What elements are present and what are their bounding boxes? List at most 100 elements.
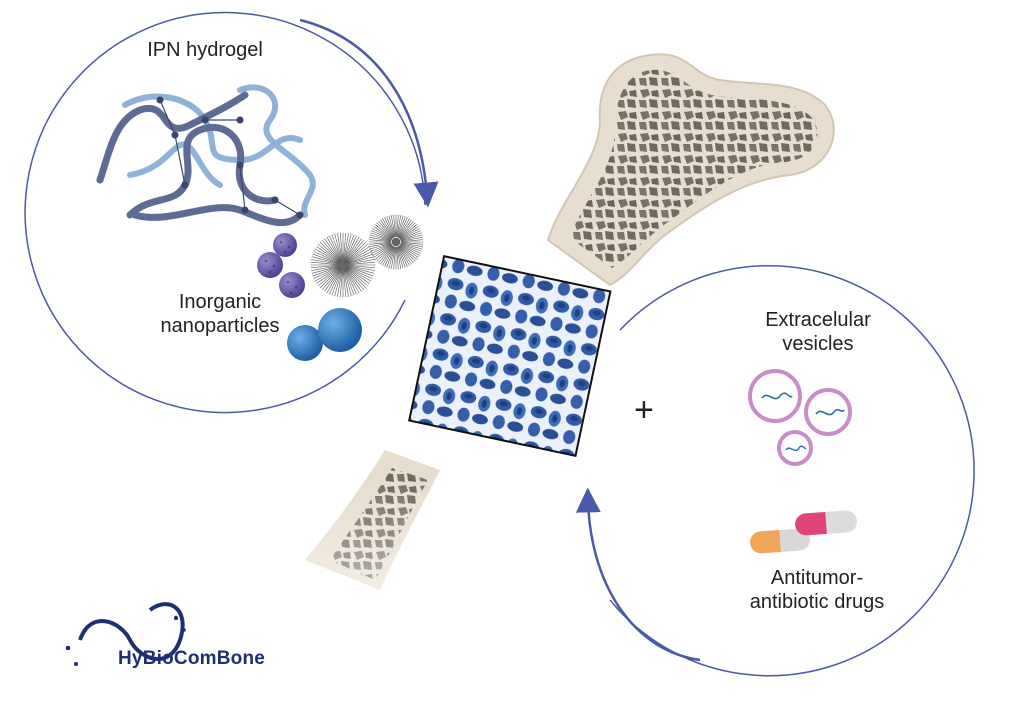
urchin-spike bbox=[393, 246, 396, 269]
urchin-spike bbox=[396, 215, 401, 238]
urchin-spike bbox=[397, 246, 404, 269]
urchin-spike bbox=[398, 245, 414, 263]
urchin-spike bbox=[345, 269, 360, 293]
urchin-spike bbox=[334, 269, 342, 296]
urchin-spike bbox=[346, 246, 370, 263]
urchin-spike bbox=[380, 245, 394, 265]
urchin-spike bbox=[376, 245, 393, 262]
urchin-spike bbox=[337, 269, 343, 297]
urchin-spike bbox=[384, 217, 395, 238]
urchin-spike bbox=[344, 234, 352, 261]
urchin-spike bbox=[347, 265, 375, 269]
urchin-spike bbox=[400, 242, 423, 245]
urchin-spike bbox=[393, 215, 396, 238]
urchin-spike bbox=[386, 216, 395, 238]
urchin-spike bbox=[347, 265, 375, 271]
urchin-spike bbox=[371, 230, 392, 241]
urchin-spike bbox=[326, 269, 341, 293]
urchin-spike bbox=[313, 266, 339, 279]
urchin-spike bbox=[373, 226, 393, 240]
urchin-spike bbox=[388, 215, 395, 238]
urchin-spike bbox=[347, 266, 374, 277]
urchin-spike bbox=[397, 216, 406, 238]
urchin-spike bbox=[347, 253, 374, 264]
urchin-spike bbox=[397, 217, 408, 238]
urchin-spike bbox=[378, 245, 394, 263]
urchin-spike bbox=[399, 224, 417, 240]
urchin-spike bbox=[378, 221, 394, 239]
urchin-spike bbox=[370, 232, 392, 241]
bone-lower bbox=[240, 450, 480, 709]
urchin-spike bbox=[399, 226, 419, 240]
urchin-spike bbox=[313, 251, 339, 264]
urchin-spike bbox=[344, 269, 357, 295]
urchin-spike bbox=[391, 215, 396, 238]
urchin-spike bbox=[371, 243, 392, 254]
urchin-spike bbox=[396, 215, 399, 238]
urchin-spike bbox=[331, 269, 342, 296]
urchin-spike bbox=[312, 266, 339, 274]
urchin-spike bbox=[344, 269, 352, 296]
urchin-spike bbox=[311, 259, 339, 265]
urchin-spike bbox=[376, 222, 393, 239]
urchin-spike bbox=[315, 267, 339, 282]
urchin-spike bbox=[329, 235, 342, 261]
urchin-spike bbox=[382, 246, 394, 266]
urchin-spike bbox=[400, 237, 423, 242]
urchin-spike bbox=[375, 244, 393, 260]
urchin-spike bbox=[346, 267, 368, 286]
urchin-spike bbox=[346, 267, 370, 284]
urchin-spike bbox=[398, 219, 412, 239]
urchin-spike bbox=[347, 259, 375, 265]
urchin-spike bbox=[398, 218, 410, 238]
urchin-spike bbox=[312, 256, 339, 264]
urchin-spike bbox=[400, 244, 420, 256]
urchin-spike bbox=[397, 246, 408, 267]
vesicle-icon bbox=[748, 369, 852, 466]
urchin-spike bbox=[373, 244, 393, 258]
urchin-spike bbox=[398, 246, 410, 266]
urchin-spike bbox=[400, 228, 420, 240]
urchin-spike bbox=[345, 268, 364, 290]
urchin-spike bbox=[344, 269, 355, 296]
urchin-spike bbox=[399, 244, 419, 258]
urchin-spike bbox=[345, 240, 364, 262]
urchin-spike bbox=[343, 233, 347, 261]
urchin-spike bbox=[397, 215, 404, 238]
urchin-spike bbox=[400, 242, 423, 247]
polymer-network-icon bbox=[96, 84, 316, 227]
urchin-spike bbox=[346, 268, 366, 288]
urchin-spike bbox=[397, 246, 406, 268]
urchin-spike bbox=[343, 233, 349, 261]
urchin-spike bbox=[322, 240, 341, 262]
urchin-spike bbox=[391, 246, 396, 269]
urchin-spike bbox=[346, 242, 366, 262]
urchin-spike bbox=[337, 233, 343, 261]
urchin-spike bbox=[311, 265, 339, 269]
urchin-spike bbox=[311, 265, 339, 271]
urchin-spike bbox=[347, 267, 371, 282]
urchin-spike bbox=[347, 261, 375, 265]
urchin-spike bbox=[384, 246, 395, 267]
bone-upper bbox=[546, 53, 835, 287]
logo-text: HyBioComBone bbox=[118, 648, 266, 669]
urchin-spike bbox=[388, 246, 395, 269]
urchin-spike bbox=[344, 234, 355, 261]
label-drugs: Antitumor-antibiotic drugs bbox=[749, 567, 885, 613]
urchin-spike bbox=[372, 244, 392, 256]
urchin-spike bbox=[400, 239, 423, 242]
urchin-spike bbox=[347, 256, 374, 264]
urchin-spike bbox=[347, 251, 373, 264]
urchin-spike bbox=[312, 253, 339, 264]
urchin-spike bbox=[334, 234, 342, 261]
urchin-spike bbox=[316, 267, 340, 284]
right-circle bbox=[575, 264, 975, 677]
urchin-spike bbox=[324, 238, 341, 262]
urchin-spike bbox=[318, 244, 340, 263]
urchin-spike bbox=[372, 228, 392, 240]
nanoparticle-icon bbox=[257, 214, 424, 361]
urchin-spike bbox=[400, 243, 421, 254]
urchin-spike bbox=[345, 268, 362, 292]
